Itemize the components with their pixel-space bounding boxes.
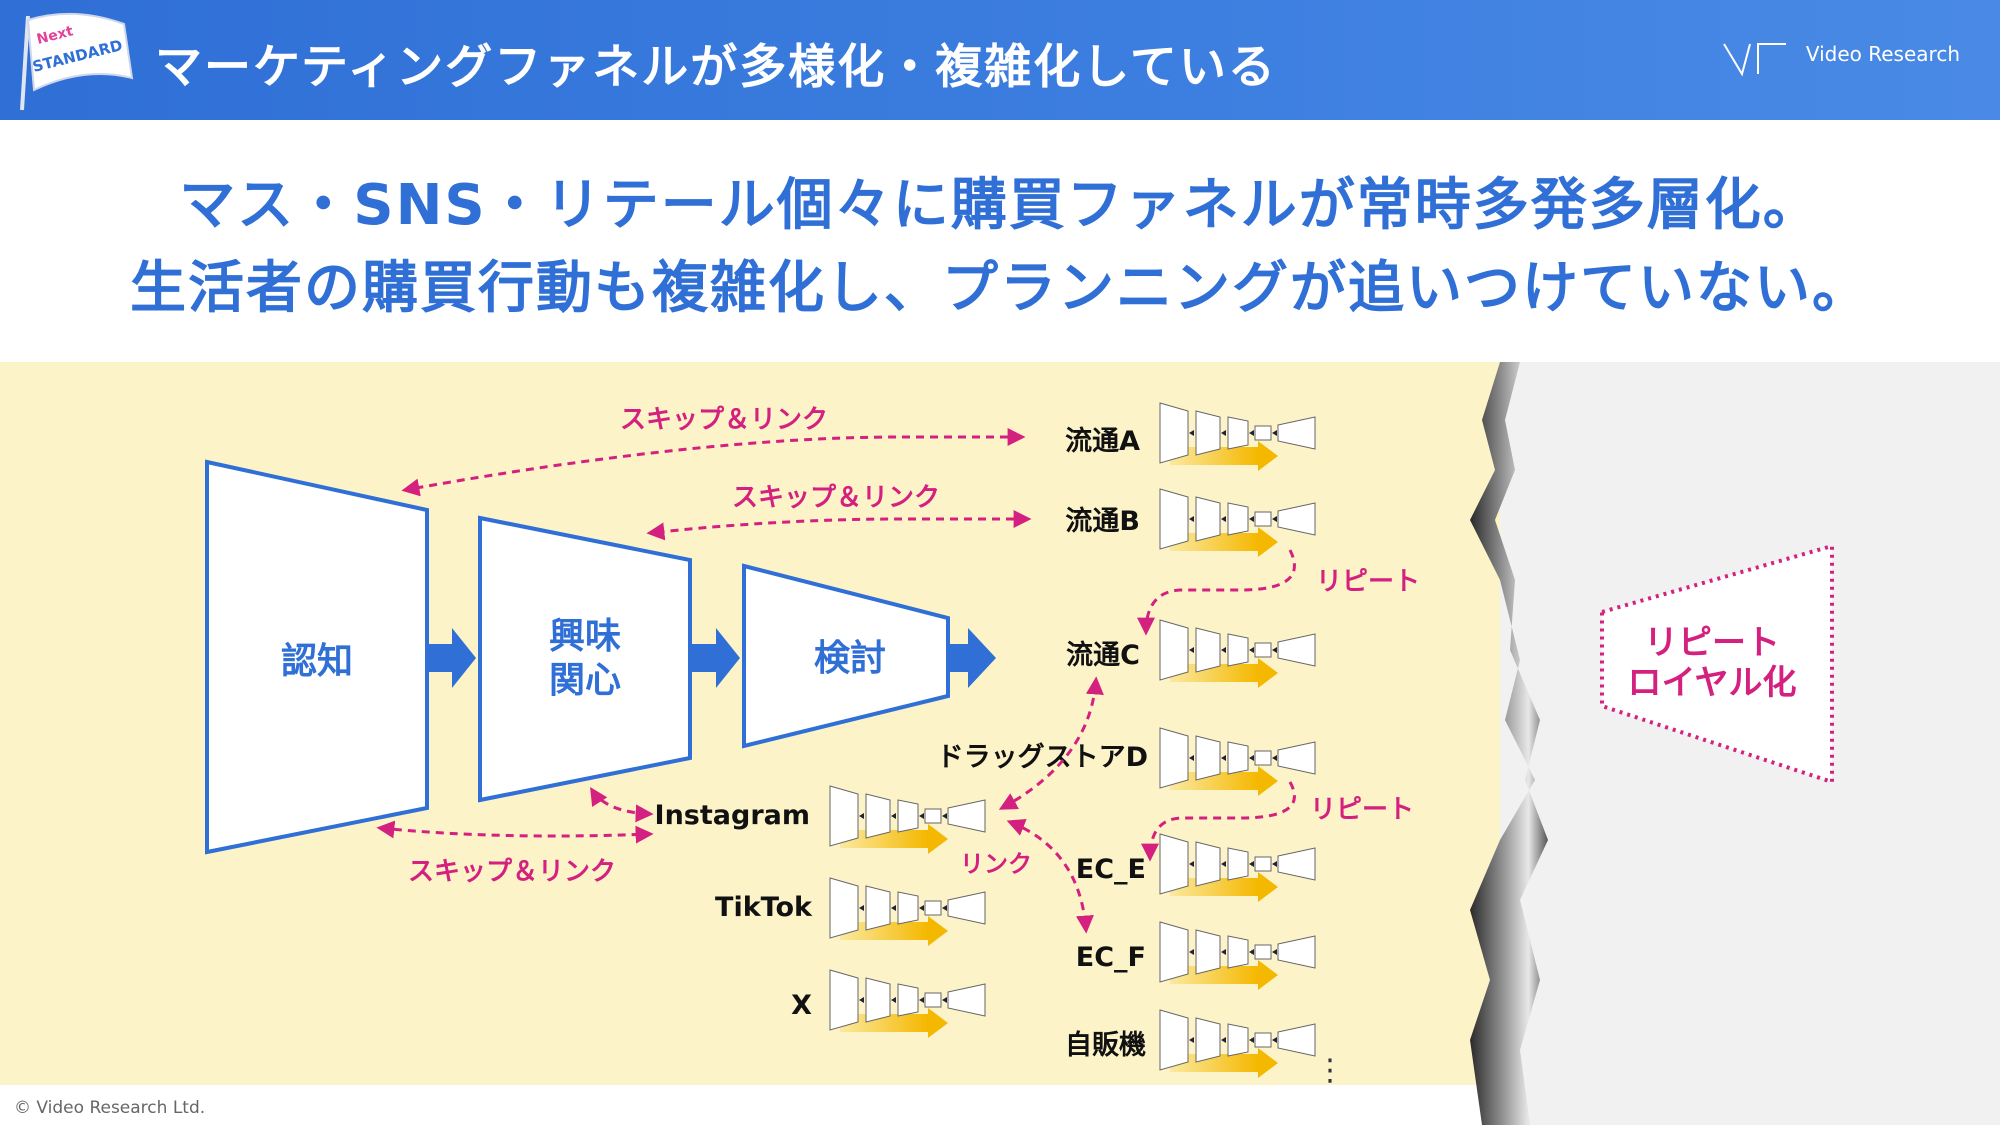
repeat-connector: [1137, 549, 1296, 636]
mini-funnel: [829, 969, 986, 1039]
stage-label-interest-2: 関心: [549, 660, 621, 701]
mini-funnel: [1159, 833, 1316, 903]
channel-label-x: X: [791, 990, 812, 1021]
mini-funnel: [1159, 619, 1316, 689]
link-label: リンク: [960, 850, 1032, 878]
header-title: マーケティングファネルが多様化・複雑化している: [155, 40, 1277, 95]
skip-link-label: スキップ＆リンク: [620, 405, 828, 435]
channel-label-ryutsu-a: 流通A: [1065, 426, 1140, 457]
mini-funnel: [1159, 1009, 1316, 1079]
link-connector: [998, 676, 1104, 810]
repeat-loyalty-label-1: リピート: [1644, 623, 1780, 663]
funnel-stage-awareness: [205, 459, 429, 855]
stage-label-awareness: 認知: [281, 641, 353, 682]
headline-line-1: マス・SNS・リテール個々に購買ファネルが常時多発多層化。: [179, 173, 1821, 238]
next-standard-flag-icon: Next STANDARD: [20, 12, 134, 111]
channel-label-ec-e: EC_E: [1076, 854, 1146, 885]
funnel-stage-consideration: [742, 563, 950, 749]
channel-label-ryutsu-b: 流通B: [1065, 506, 1140, 537]
channel-label-ryutsu-c: 流通C: [1066, 640, 1140, 671]
ellipsis-more: ⋮: [1315, 1053, 1345, 1088]
funnel-stage-interest: [478, 515, 692, 803]
instagram-connector: [590, 786, 654, 823]
channel-label-vending: 自販機: [1065, 1029, 1146, 1061]
mini-funnel: [1159, 402, 1316, 472]
mini-funnel: [829, 877, 986, 947]
skip-link-connector: [401, 428, 1026, 497]
repeat-label: リピート: [1316, 567, 1420, 597]
crack-divider: [1470, 362, 1548, 1125]
mini-funnel: [1159, 488, 1316, 558]
arrow-right-icon: [428, 628, 476, 688]
skip-link-connector: [646, 510, 1032, 541]
stage-label-interest-1: 興味: [549, 616, 621, 657]
repeat-connector: [1141, 781, 1296, 862]
skip-link-label: スキップ＆リンク: [408, 857, 616, 887]
mini-funnel: [829, 785, 986, 855]
repeat-loyalty-shape: [1600, 543, 1834, 785]
skip-link-connector: [376, 820, 654, 844]
channel-label-drugstore-d: ドラッグストアD: [937, 741, 1148, 773]
skip-link-label: スキップ＆リンク: [732, 483, 940, 513]
stage-label-consideration: 検討: [814, 638, 886, 679]
headline-line-2: 生活者の購買行動も複雑化し、プランニングが追いつけていない。: [130, 256, 1870, 321]
arrow-right-icon: [692, 628, 740, 688]
repeat-label: リピート: [1310, 795, 1414, 825]
copyright-footer: © Video Research Ltd.: [14, 1098, 206, 1118]
arrow-right-icon: [950, 628, 996, 688]
channel-label-ec-f: EC_F: [1076, 942, 1146, 973]
repeat-loyalty-label-2: ロイヤル化: [1628, 663, 1797, 703]
mini-funnel: [1159, 921, 1316, 991]
channel-label-instagram: Instagram: [655, 800, 810, 831]
video-research-logo-icon: [1723, 43, 1786, 77]
channel-label-tiktok: TikTok: [715, 892, 813, 923]
brand-name: Video Research: [1805, 42, 1960, 66]
header-bar: Next STANDARD マーケティングファネルが多様化・複雑化している Vi…: [0, 0, 2000, 120]
link-connector: [1006, 818, 1094, 934]
